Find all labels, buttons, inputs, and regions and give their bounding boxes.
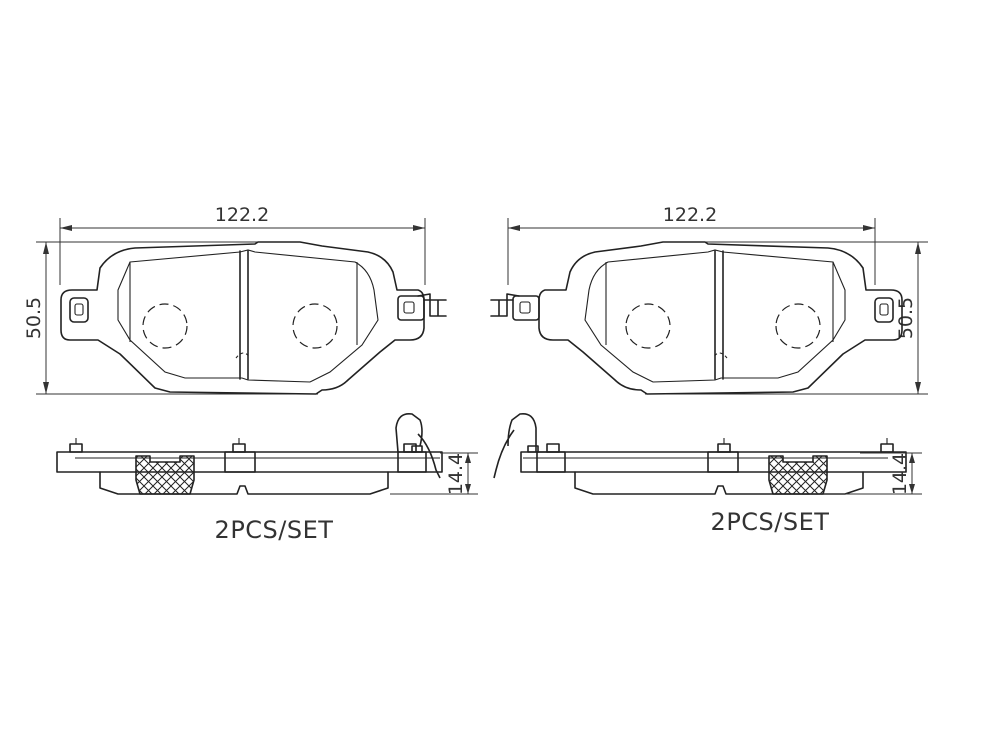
right-width-dimension: 122.2 (507, 204, 876, 285)
left-pad-clip (397, 293, 447, 321)
left-pad-side (56, 437, 443, 495)
right-set-label: 2PCS/SET (711, 508, 830, 536)
left-pad-face (60, 241, 425, 395)
right-pad-clip (490, 293, 540, 321)
left-height-label: 50.5 (23, 297, 45, 339)
right-width-label: 122.2 (663, 204, 717, 226)
right-thickness-dimension: 14.4 (810, 452, 922, 495)
left-width-label: 122.2 (215, 204, 269, 226)
left-wear-sensor-wire (395, 412, 441, 479)
right-pad-assembly: 122.2 50.5 14.4 (490, 204, 928, 536)
right-pad-side (520, 437, 907, 495)
left-width-dimension: 122.2 (59, 204, 426, 285)
left-thickness-dimension: 14.4 (390, 452, 478, 495)
left-pad-assembly: 122.2 50.5 14.4 (23, 204, 478, 544)
right-height-dimension: 50.5 (645, 241, 928, 395)
left-height-dimension: 50.5 (23, 241, 318, 395)
right-wear-sensor-wire (493, 412, 537, 479)
right-pad-face (538, 241, 903, 395)
right-thickness-label: 14.4 (889, 453, 911, 495)
left-thickness-label: 14.4 (445, 453, 467, 495)
right-height-label: 50.5 (895, 297, 917, 339)
left-set-label: 2PCS/SET (215, 516, 334, 544)
